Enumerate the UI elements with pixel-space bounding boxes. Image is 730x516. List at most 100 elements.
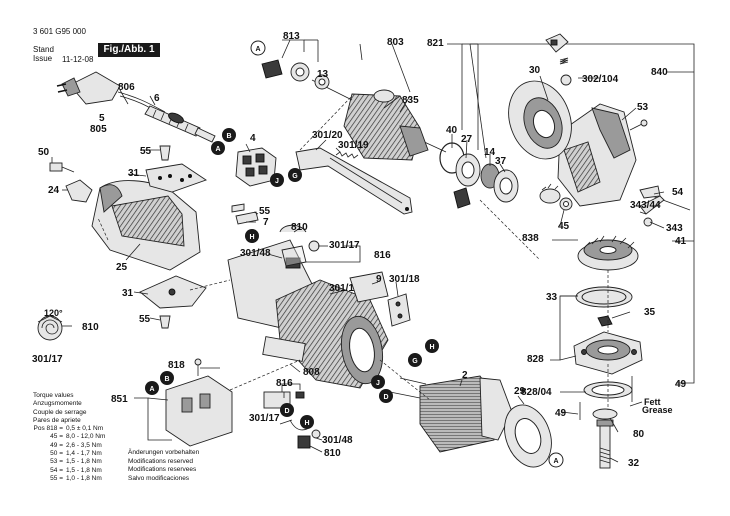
label-301-17-top: 301/17 bbox=[329, 240, 360, 251]
badge-g-stator bbox=[408, 353, 422, 367]
bearing-13 bbox=[290, 62, 330, 90]
torque-row: 55 =1,0 - 1,8 Nm bbox=[50, 474, 102, 482]
cord-clip bbox=[194, 127, 216, 143]
grease-label-en: Grease bbox=[642, 405, 673, 415]
label-838: 838 bbox=[522, 233, 539, 244]
label-803: 803 bbox=[387, 37, 404, 48]
label-31-top: 31 bbox=[128, 168, 140, 179]
svg-text:H: H bbox=[429, 344, 434, 351]
label-50: 50 bbox=[38, 147, 50, 158]
label-816-bottom: 816 bbox=[276, 378, 293, 389]
svg-text:H: H bbox=[249, 234, 254, 241]
label-813: 813 bbox=[283, 31, 300, 42]
angle-label: 120° bbox=[44, 308, 63, 318]
key-35 bbox=[597, 315, 613, 327]
figure-label: Fig./Abb. 1 bbox=[98, 43, 160, 57]
label-9: 9 bbox=[376, 274, 382, 285]
label-32: 32 bbox=[628, 458, 640, 469]
spindle-lock-button bbox=[545, 33, 569, 53]
washer-80 bbox=[592, 408, 618, 420]
label-53: 53 bbox=[637, 102, 649, 113]
grease-label-de: Fett bbox=[644, 397, 661, 407]
bracket-7 bbox=[231, 203, 259, 225]
label-343: 343 bbox=[666, 223, 683, 234]
pinion-838 bbox=[539, 183, 561, 204]
label-821: 821 bbox=[427, 38, 444, 49]
end-cap-851 bbox=[165, 358, 233, 447]
screw-50 bbox=[49, 162, 75, 173]
svg-text:B: B bbox=[164, 376, 169, 383]
frame-leader-right bbox=[470, 43, 695, 384]
badge-a-endcap bbox=[145, 381, 159, 395]
label-80: 80 bbox=[633, 429, 645, 440]
brush-810-top bbox=[279, 224, 307, 269]
badge-b-top bbox=[222, 128, 236, 142]
mains-plug bbox=[56, 71, 121, 105]
torque-table: Torque values Anzugsmomente Couple de se… bbox=[33, 392, 133, 483]
svg-text:A: A bbox=[255, 46, 260, 53]
connector-badges: A B A J G H H G J D A B A D bbox=[145, 40, 564, 468]
label-40: 40 bbox=[446, 125, 458, 136]
screw-53 bbox=[629, 119, 648, 131]
gear-housing bbox=[557, 103, 637, 207]
label-301-18: 301/18 bbox=[389, 274, 420, 285]
label-808: 808 bbox=[303, 367, 320, 378]
label-29: 29 bbox=[514, 386, 526, 397]
label-49-right: 49 bbox=[675, 379, 687, 390]
label-302-104: 302/104 bbox=[582, 74, 619, 85]
spring-301-17 bbox=[308, 240, 320, 252]
label-37: 37 bbox=[495, 156, 507, 167]
screw-55-bottom bbox=[159, 315, 171, 329]
clamp-flange-30 bbox=[508, 80, 572, 160]
label-816-top: 816 bbox=[374, 250, 391, 261]
label-4: 4 bbox=[250, 133, 256, 144]
spiral-spring bbox=[37, 315, 63, 341]
badge-h-stator bbox=[425, 339, 439, 353]
label-840: 840 bbox=[651, 67, 668, 78]
spindle-32 bbox=[596, 419, 614, 469]
switch-cover-bottom bbox=[139, 275, 207, 309]
label-31-bottom: 31 bbox=[122, 288, 134, 299]
fan-guide-29 bbox=[504, 404, 552, 468]
torque-title-en: Torque values bbox=[33, 392, 74, 399]
torque-title-fr: Couple de serrage bbox=[33, 408, 87, 416]
switch-rod bbox=[295, 147, 413, 215]
torque-row: 45 =8,0 - 12,0 Nm bbox=[50, 433, 106, 441]
label-45: 45 bbox=[558, 221, 570, 232]
label-55-mid: 55 bbox=[259, 206, 271, 217]
label-33: 33 bbox=[546, 292, 558, 303]
label-835: 835 bbox=[402, 95, 419, 106]
label-6: 6 bbox=[154, 93, 160, 104]
svg-text:A: A bbox=[553, 458, 558, 465]
label-301-17-bottom: 301/17 bbox=[249, 413, 280, 424]
label-818: 818 bbox=[168, 360, 185, 371]
label-806: 806 bbox=[118, 82, 135, 93]
cord-sleeve bbox=[144, 105, 201, 137]
label-2: 2 bbox=[462, 370, 468, 381]
label-301-17-left: 301/17 bbox=[32, 354, 63, 365]
issue-label: Issue bbox=[33, 54, 53, 63]
svg-text:A: A bbox=[149, 386, 154, 393]
badge-a-cord bbox=[211, 141, 225, 155]
bracket-24 bbox=[65, 179, 93, 203]
badge-d-brush bbox=[280, 403, 294, 417]
label-343-44: 343/44 bbox=[630, 200, 661, 211]
label-851: 851 bbox=[111, 394, 128, 405]
svg-text:G: G bbox=[292, 173, 298, 180]
nut-45 bbox=[559, 197, 573, 211]
svg-text:D: D bbox=[383, 394, 388, 401]
modifications-note: Änderungen vorbehalten Modifications res… bbox=[128, 449, 200, 482]
label-301-20: 301/20 bbox=[312, 130, 343, 141]
svg-text:J: J bbox=[275, 178, 279, 185]
label-25: 25 bbox=[116, 262, 128, 273]
insulation-808 bbox=[262, 336, 306, 362]
label-55-top: 55 bbox=[140, 146, 152, 157]
badge-d-stator bbox=[379, 389, 393, 403]
svg-text:J: J bbox=[376, 380, 380, 387]
badge-a-bottom bbox=[548, 452, 564, 468]
label-35: 35 bbox=[644, 307, 656, 318]
label-7: 7 bbox=[263, 217, 269, 228]
label-49-left: 49 bbox=[555, 408, 567, 419]
doc-number: 3 601 G95 000 bbox=[33, 27, 86, 36]
